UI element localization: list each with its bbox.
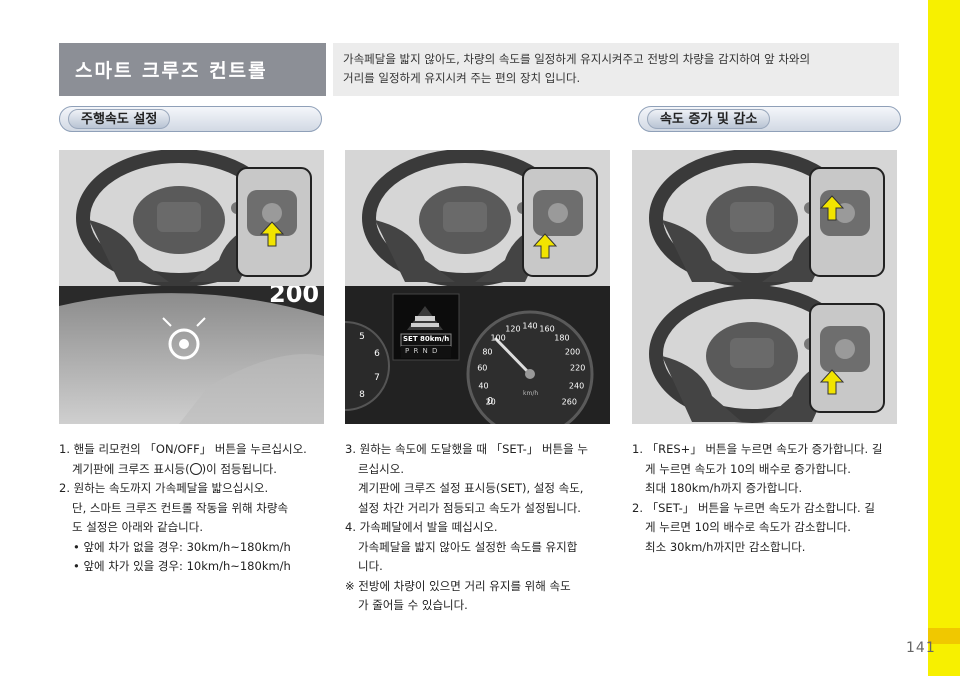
rpm-tick-label: 8 <box>359 390 365 401</box>
speed-unit: km/h <box>523 390 539 397</box>
step-3: 3. 원하는 속도에 도달했을 때 「SET-」 버튼을 누 <box>345 442 588 456</box>
step-1: 1. 핸들 리모컨의 「ON/OFF」 버튼을 누르십시오. <box>59 442 307 456</box>
speed-zero: 0 <box>487 396 494 407</box>
set-step-2-min: 최소 30km/h까지만 감소합니다. <box>645 539 806 554</box>
chapter-tab <box>928 0 960 676</box>
intro-line-2: 거리를 일정하게 유지시켜 주는 편의 장치 입니다. <box>343 71 581 85</box>
page-number: 141 <box>906 640 936 656</box>
speed-tick-label: 240 <box>568 381 585 391</box>
speed-tick-label: 100 <box>490 333 506 343</box>
speed-tick-label: 260 <box>561 397 577 407</box>
instructions-column-3: 1. 「RES+」 버튼을 누르면 속도가 증가합니다. 길 게 누르면 속도가… <box>632 440 902 557</box>
section-header-speed-setting: 주행속도 설정 <box>59 106 322 132</box>
partial-speed-number: 200 <box>269 286 320 308</box>
steering-wheel-image-4 <box>632 286 897 424</box>
cruise-indicator-icon <box>189 462 202 475</box>
step-1-detail: 계기판에 크루즈 표시등()이 점등됩니다. <box>72 461 277 476</box>
page-title: 스마트 크루즈 컨트롤 <box>59 43 326 96</box>
step-3-detail-1: 계기판에 크루즈 설정 표시등(SET), 설정 속도, <box>358 481 584 495</box>
speed-tick-label: 220 <box>570 363 586 373</box>
cruise-set-speed: SET 80km/h <box>403 335 450 343</box>
step-2: 2. 원하는 속도까지 가속페달을 밟으십시오. <box>59 481 269 495</box>
speed-tick-label: 200 <box>564 347 581 357</box>
gear-indicator: P R N D <box>405 347 439 355</box>
speed-tick-label: 180 <box>554 333 570 343</box>
note-line-1: ※ 전방에 차량이 있으면 거리 유지를 위해 속도 <box>345 578 571 593</box>
section-header-speed-adjust: 속도 증가 및 감소 <box>638 106 901 132</box>
step-2-detail-1: 단, 스마트 크루즈 컨트롤 작동을 위해 차량속 <box>72 500 289 515</box>
cluster-cruise-indicator-image: 200 <box>59 286 324 424</box>
steering-wheel-image-2 <box>345 150 610 286</box>
note-line-2: 가 줄어들 수 있습니다. <box>358 598 468 612</box>
res-step-1-max: 최대 180km/h까지 증가합니다. <box>645 481 803 495</box>
bullet-with-vehicle: • 앞에 차가 있을 경우: 10km/h~180km/h <box>73 559 291 573</box>
section-title-speed-setting: 주행속도 설정 <box>68 109 171 129</box>
step-2-detail-2: 도 설정은 아래와 같습니다. <box>72 520 204 534</box>
intro-text: 가속페달을 밟지 않아도, 차량의 속도를 일정하게 유지시켜주고 전방의 차량… <box>333 43 899 96</box>
rpm-tick-label: 7 <box>374 372 380 383</box>
speed-tick-label: 80 <box>482 347 493 357</box>
section-title-speed-adjust: 속도 증가 및 감소 <box>647 109 771 129</box>
speed-tick-label: 160 <box>539 324 555 334</box>
set-step-2: 2. 「SET-」 버튼을 누르면 속도가 감소합니다. 길 <box>632 500 875 515</box>
instructions-column-1: 1. 핸들 리모컨의 「ON/OFF」 버튼을 누르십시오. 계기판에 크루즈 … <box>59 440 329 577</box>
speed-tick-label: 140 <box>522 321 538 331</box>
speed-tick-label: 60 <box>477 363 488 373</box>
speed-tick-label: 40 <box>478 381 489 391</box>
step-3-detail-2: 설정 차간 거리가 점등되고 속도가 설정됩니다. <box>358 500 581 515</box>
steering-wheel-image-1 <box>59 150 324 286</box>
step-4-detail-2: 니다. <box>358 559 383 573</box>
rpm-tick-label: 5 <box>359 331 365 342</box>
instructions-column-2: 3. 원하는 속도에 도달했을 때 「SET-」 버튼을 누 르십시오. 계기판… <box>345 440 615 616</box>
steering-wheel-image-3 <box>632 150 897 286</box>
speed-tick-label: 20 <box>485 397 496 407</box>
intro-line-1: 가속페달을 밟지 않아도, 차량의 속도를 일정하게 유지시켜주고 전방의 차량… <box>343 52 811 66</box>
step-3-cont: 르십시오. <box>358 461 404 476</box>
chapter-tab-marker <box>928 628 960 644</box>
step-4: 4. 가속페달에서 발을 떼십시오. <box>345 520 498 534</box>
rpm-tick-label: 6 <box>374 349 380 360</box>
step-4-detail-1: 가속페달을 밟지 않아도 설정한 속도를 유지합 <box>358 539 578 554</box>
speed-tick-label: 120 <box>505 324 521 334</box>
bullet-no-vehicle: • 앞에 차가 없을 경우: 30km/h~180km/h <box>73 539 291 554</box>
set-step-2-detail: 게 누르면 10의 배수로 속도가 감소합니다. <box>645 520 851 534</box>
res-step-1: 1. 「RES+」 버튼을 누르면 속도가 증가합니다. 길 <box>632 442 883 456</box>
res-step-1-detail: 게 누르면 속도가 10의 배수로 증가합니다. <box>645 461 851 476</box>
